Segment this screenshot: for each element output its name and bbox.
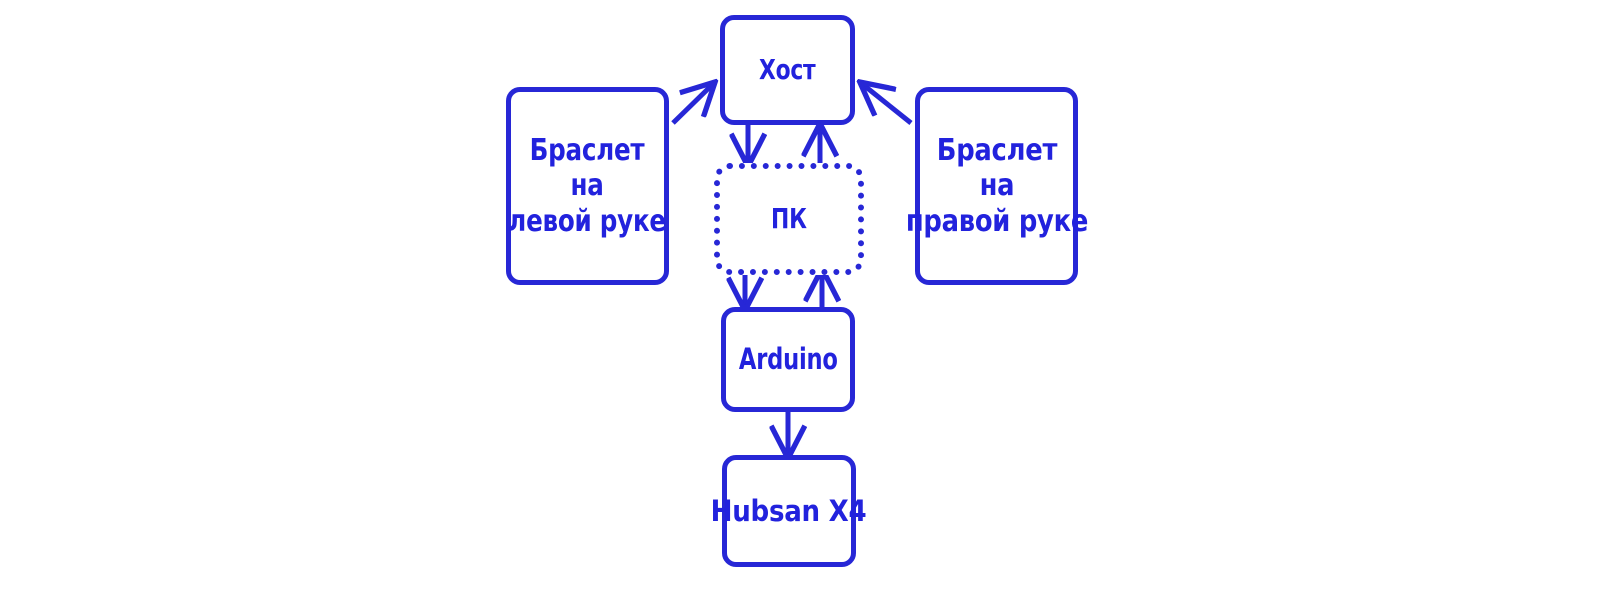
node-right-bracelet-label: Браслет на правой руке — [905, 132, 1088, 239]
node-left-bracelet-label: Браслет на левой руке — [508, 132, 667, 239]
node-right-bracelet[interactable]: Браслет на правой руке — [905, 87, 1088, 285]
node-pc-label: ПК — [771, 202, 807, 236]
node-host[interactable]: Хост — [720, 15, 855, 125]
node-pc[interactable]: ПК — [714, 163, 864, 275]
edge-left-band-to-host — [671, 83, 714, 125]
node-arduino[interactable]: Arduino — [721, 307, 855, 412]
edge-right-band-to-host — [861, 83, 913, 125]
node-arduino-label: Arduino — [738, 342, 838, 377]
node-left-bracelet[interactable]: Браслет на левой руке — [506, 87, 669, 285]
node-hubsan-label: Hubsan X4 — [711, 493, 867, 528]
node-host-label: Хост — [759, 53, 816, 87]
node-hubsan[interactable]: Hubsan X4 — [711, 455, 867, 567]
